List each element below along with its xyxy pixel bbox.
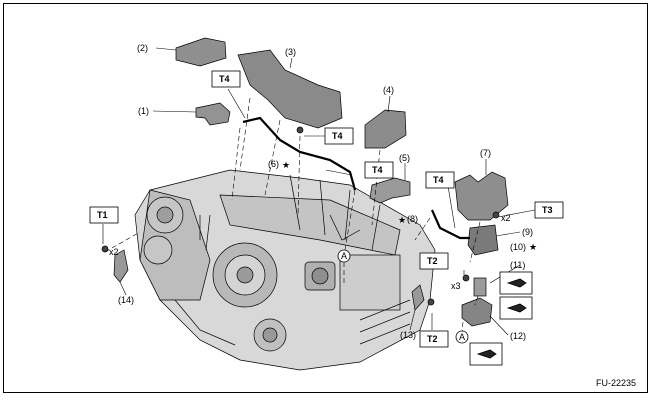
part-13-bracket	[411, 284, 425, 311]
svg-text:★: ★	[398, 215, 406, 225]
torque-t4b: T4	[332, 131, 343, 141]
part-4-cover	[364, 109, 407, 149]
label-part-7: (7)	[480, 148, 491, 158]
torque-box-t2a	[419, 252, 449, 270]
label-part-6: (6)	[268, 159, 279, 169]
torque-t4c: T4	[372, 165, 383, 175]
part-9-pump	[467, 224, 499, 256]
torque-t2b: T2	[427, 334, 438, 344]
engine-assembly	[134, 169, 436, 371]
torque-box-t1	[89, 206, 119, 224]
bolt-icon	[462, 274, 470, 282]
torque-t1: T1	[97, 210, 108, 220]
part-14-bracket	[113, 249, 129, 283]
torque-box-t2b	[419, 330, 449, 348]
ref-label-a: A	[341, 251, 347, 261]
qty-x2-right: x2	[501, 213, 511, 223]
torque-box-t4c	[364, 161, 394, 179]
svg-text:★: ★	[282, 160, 290, 170]
label-part-3: (3)	[285, 47, 296, 57]
torque-t4d: T4	[433, 175, 444, 185]
label-part-13: (13)	[400, 330, 416, 340]
fuel-pipe-upper	[242, 116, 357, 191]
part-3-cover	[237, 49, 343, 129]
ref-marker-a	[455, 330, 469, 344]
label-part-12: (12)	[510, 331, 526, 341]
part-12-filter	[461, 297, 493, 327]
label-part-1: (1)	[138, 106, 149, 116]
torque-t4a: T4	[219, 74, 230, 84]
fuel-pipe-lower	[430, 209, 470, 240]
bolt-icon	[427, 298, 435, 306]
star-markers: ★ ★ ★	[282, 160, 537, 252]
label-part-14: (14)	[118, 295, 134, 305]
part-11-clip	[473, 277, 487, 297]
torque-box-t4d	[425, 171, 455, 189]
torque-box-t4a	[211, 70, 241, 88]
figure-code: FU-22235	[596, 378, 636, 388]
label-part-11: (11)	[510, 260, 525, 270]
torque-box-t3	[534, 201, 564, 219]
label-part-10: (10)	[510, 242, 526, 252]
label-part-8: (8)	[407, 214, 418, 224]
qty-x2-left: x2	[109, 247, 119, 257]
svg-text:★: ★	[529, 242, 537, 252]
label-part-9: (9)	[522, 227, 533, 237]
torque-box-t4b	[324, 127, 354, 145]
qty-x3: x3	[451, 281, 461, 291]
part-2-cover	[175, 37, 227, 67]
bolt-icon	[492, 211, 500, 219]
part-5-bracket	[369, 177, 411, 204]
bolt-icon	[296, 126, 304, 134]
ref-label-a: A	[459, 332, 465, 342]
torque-t3: T3	[542, 205, 553, 215]
torque-t2a: T2	[427, 256, 438, 266]
label-part-4: (4)	[383, 85, 394, 95]
part-1-bracket	[195, 102, 231, 126]
label-part-5: (5)	[399, 153, 410, 163]
ref-marker-a	[337, 249, 351, 263]
part-7-cover	[454, 171, 509, 221]
label-part-2: (2)	[137, 43, 148, 53]
